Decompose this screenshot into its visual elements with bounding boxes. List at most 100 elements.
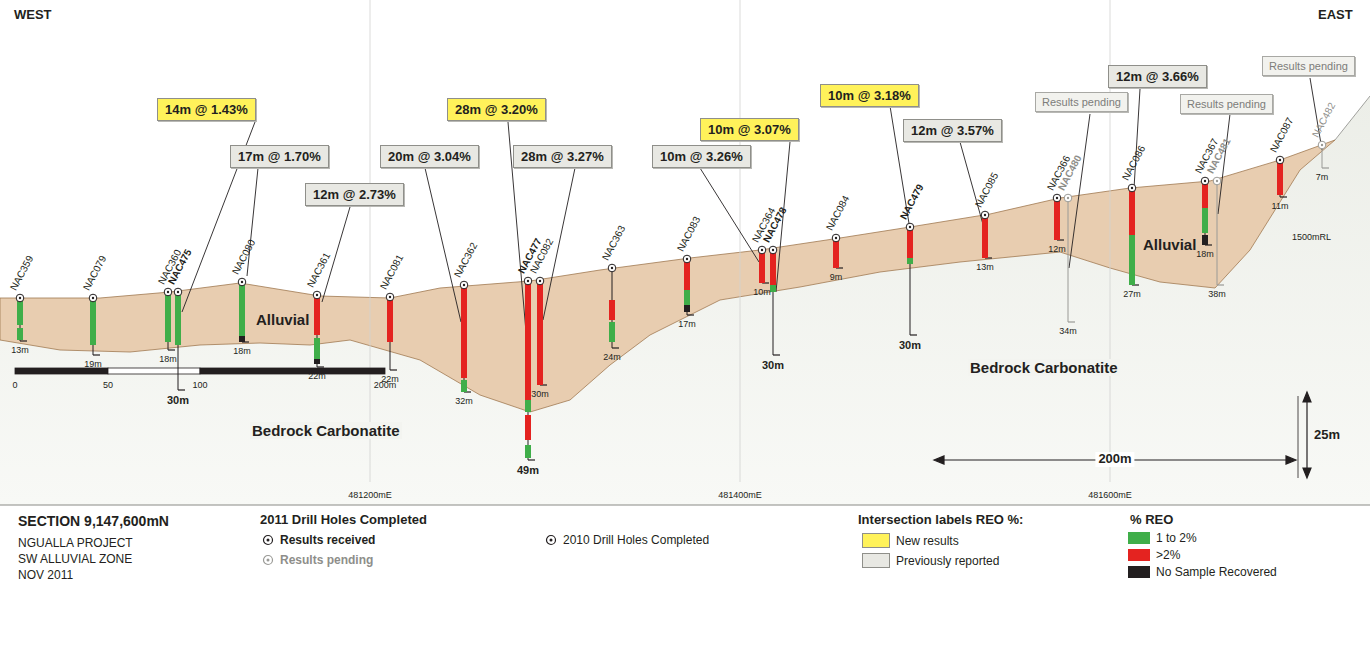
collar-dot [772, 249, 774, 251]
legend-row: Results received [262, 533, 375, 547]
legend-row: 2010 Drill Holes Completed [545, 533, 709, 547]
collar-symbol [683, 255, 691, 263]
collar-dot [527, 280, 529, 282]
legend-text: New results [896, 534, 959, 548]
collar-symbol [89, 294, 97, 302]
assay-interval [1129, 190, 1135, 235]
drill-trace [1322, 149, 1323, 168]
collar-symbol [16, 294, 24, 302]
collar-ring [264, 536, 273, 545]
hole-depth: 30m [899, 339, 921, 352]
annotation-label: WEST [14, 8, 52, 23]
annotation-label: 2011 Drill Holes Completed [260, 513, 427, 528]
annotation-label: Bedrock Carbonatite [250, 422, 402, 439]
hole-depth: 30m [531, 389, 549, 399]
hole-depth: 13m [11, 345, 29, 355]
collar-symbol [1276, 156, 1284, 164]
hole-depth: 32m [455, 396, 473, 406]
assay-interval [1202, 235, 1208, 245]
hole-depth: 17m [678, 319, 696, 329]
section-title: SECTION 9,147,600mN [18, 513, 169, 529]
collar-dot [1216, 180, 1218, 182]
assay-interval [684, 262, 690, 290]
callout-text: Results pending [1042, 96, 1121, 108]
collar-symbol [1128, 184, 1136, 192]
collar-symbol [238, 278, 246, 286]
hole-id: NAC084 [824, 194, 852, 233]
hole-id: NAC362 [452, 241, 480, 280]
hole-end-tick [390, 369, 397, 370]
collar-ring [547, 536, 556, 545]
annotation-label: 25m [1314, 428, 1340, 443]
intersection-callout: 10m @ 3.26% [652, 145, 751, 168]
collar-ring [264, 556, 273, 565]
intersection-callout: Results pending [1180, 94, 1273, 114]
hole-end-tick [1280, 196, 1287, 197]
collar-dot [835, 237, 837, 239]
collar-dot [1204, 180, 1206, 182]
legend-swatch [1128, 566, 1150, 578]
collar-dot [1321, 144, 1323, 146]
legend-text: 2010 Drill Holes Completed [563, 533, 709, 547]
hole-end-tick [168, 349, 175, 350]
collar-symbol [386, 293, 394, 301]
hole-depth: 24m [603, 352, 621, 362]
assay-interval [770, 285, 776, 292]
assay-interval [833, 240, 839, 268]
ground-surface [1335, 96, 1370, 140]
hole-end-tick [1322, 167, 1329, 168]
hole-end-tick [317, 366, 324, 367]
annotation-label: 50 [103, 380, 113, 390]
annotation-label: SW ALLUVIAL ZONE [18, 553, 132, 567]
hole-depth: 11m [1272, 201, 1289, 211]
assay-interval [1202, 183, 1208, 208]
assay-interval [314, 359, 320, 364]
intersection-callout: 20m @ 3.04% [380, 145, 479, 168]
assay-interval [907, 258, 913, 264]
assay-interval [1202, 208, 1208, 233]
collar-symbol [1064, 194, 1072, 202]
assay-interval [461, 288, 467, 378]
hole-end-tick [687, 314, 694, 315]
hole-depth: 34m [1059, 326, 1077, 336]
collar-symbol [524, 277, 532, 285]
legend-row: Previously reported [862, 553, 999, 568]
intersection-callout: 28m @ 3.27% [513, 145, 612, 168]
collar-dot [761, 249, 763, 251]
scale-bar [15, 368, 385, 374]
hole-depth: 10m [753, 287, 771, 297]
assay-interval [609, 300, 615, 320]
callout-text: 10m @ 3.18% [828, 88, 911, 103]
assay-interval [525, 284, 531, 400]
assay-interval [982, 218, 988, 258]
collar-dot [267, 539, 270, 542]
assay-interval [17, 328, 23, 340]
grid-lines [370, 0, 1110, 482]
assay-interval [165, 295, 171, 342]
hole-id: NAC085 [973, 171, 1001, 210]
callout-text: Results pending [1269, 60, 1348, 72]
callout-text: 14m @ 1.43% [165, 102, 248, 117]
hole-depth: 30m [167, 394, 189, 407]
callout-text: 12m @ 3.57% [911, 123, 994, 138]
hole-depth: 12m [1048, 244, 1066, 254]
annotation-label: 100 [192, 380, 207, 390]
collar-dot [909, 226, 911, 228]
collar-symbol [832, 234, 840, 242]
collar-dot [611, 267, 613, 269]
callout-text: 12m @ 2.73% [313, 187, 396, 202]
collar-dot [316, 294, 318, 296]
intersection-callout: Results pending [1035, 92, 1128, 112]
annotation-label: % REO [1130, 513, 1173, 528]
legend-swatch [1128, 532, 1150, 544]
assay-interval [609, 322, 615, 342]
collar-dot [267, 559, 270, 562]
assay-interval [17, 300, 23, 325]
collar-dot [1131, 187, 1133, 189]
assay-interval [239, 285, 245, 336]
hole-depth: 7m [1316, 172, 1329, 182]
callout-text: 12m @ 3.66% [1116, 69, 1199, 84]
hole-depth: 30m [762, 359, 784, 372]
annotation-label: Bedrock Carbonatite [968, 359, 1120, 376]
annotation-label: 481600mE [1088, 490, 1132, 500]
